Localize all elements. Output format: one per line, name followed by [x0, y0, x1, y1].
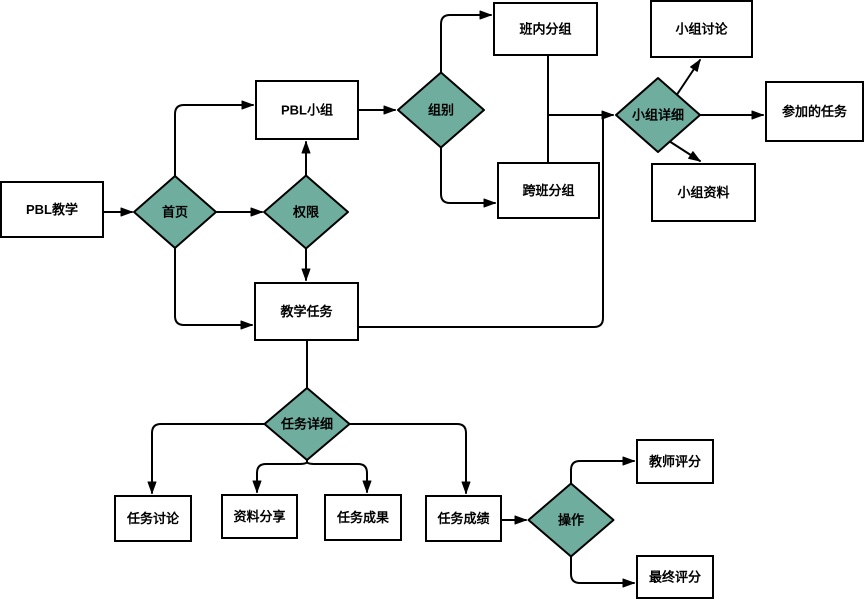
edges-layer	[102, 10, 764, 588]
group-discussion-label: 小组讨论	[675, 22, 728, 37]
final-score-label: 最终评分	[649, 570, 701, 585]
teacher-score-label: 教师评分	[648, 454, 701, 469]
node-material-sharing: 资料分享	[221, 494, 298, 539]
node-teaching-tasks: 教学任务	[254, 282, 359, 341]
cross-class-grouping-box	[497, 162, 600, 219]
edge-operation-to-teacher-score	[570, 456, 635, 485]
node-task-grades: 任务成绩	[425, 495, 502, 542]
node-class-grouping: 班内分组	[493, 2, 598, 56]
node-cross-class-grouping: 跨班分组	[497, 162, 600, 219]
material-sharing-label: 资料分享	[233, 509, 285, 524]
node-group-detail: 小组详细	[615, 77, 701, 153]
task-results-label: 任务成果	[336, 510, 389, 525]
class-grouping-label: 班内分组	[519, 22, 571, 37]
cross-class-grouping-label: 跨班分组	[522, 183, 574, 198]
edge-group-type-to-cross-class-grouping	[440, 147, 496, 208]
material-sharing-box	[221, 494, 298, 539]
node-group-discussion: 小组讨论	[650, 0, 753, 58]
edge-task-detail-to-task-discussion	[147, 423, 265, 494]
home-label: 首页	[162, 205, 188, 220]
operation-diamond	[527, 482, 615, 558]
edge-home-to-pbl-group	[174, 100, 254, 177]
group-materials-label: 小组资料	[677, 185, 729, 200]
permission-diamond	[263, 174, 349, 250]
edge-group-type-to-class-grouping	[440, 10, 492, 74]
group-type-label: 组别	[428, 103, 454, 118]
edge-teaching-tasks-to-group-detail	[357, 115, 604, 328]
group-detail-diamond	[615, 77, 701, 153]
group-materials-box	[651, 163, 756, 222]
group-type-diamond	[397, 71, 485, 149]
node-final-score: 最终评分	[636, 555, 714, 599]
node-group-materials: 小组资料	[651, 163, 756, 222]
task-grades-box	[425, 495, 502, 542]
edge-home-to-teaching-tasks	[174, 247, 253, 330]
final-score-box	[636, 555, 714, 599]
node-task-detail: 任务详细	[263, 387, 351, 461]
permission-label: 权限	[292, 205, 320, 220]
group-discussion-box	[650, 0, 753, 58]
joined-tasks-box	[765, 81, 864, 142]
node-home: 首页	[133, 175, 217, 249]
class-grouping-box	[493, 2, 598, 56]
node-pbl-group: PBL小组	[255, 80, 359, 140]
node-task-results: 任务成果	[324, 494, 402, 541]
node-task-discussion: 任务讨论	[114, 495, 192, 542]
edge-group-detail-to-group-materials	[668, 140, 701, 162]
node-group-type: 组别	[397, 71, 485, 149]
task-detail-label: 任务详细	[280, 417, 333, 432]
teacher-score-box	[636, 439, 714, 484]
task-grades-label: 任务成绩	[436, 511, 489, 526]
pbl-group-box	[255, 80, 359, 140]
task-discussion-box	[114, 495, 192, 542]
edge-task-detail-to-task-grades	[349, 423, 471, 494]
task-discussion-label: 任务讨论	[126, 511, 180, 526]
node-permission: 权限	[263, 174, 349, 250]
pbl-teaching-label: PBL教学	[26, 202, 78, 217]
teaching-tasks-box	[254, 282, 359, 341]
teaching-tasks-label: 教学任务	[279, 304, 333, 319]
node-operation: 操作	[527, 482, 615, 558]
node-teacher-score: 教师评分	[636, 439, 714, 484]
edge-task-detail-to-task-results	[306, 459, 372, 493]
task-results-box	[324, 494, 402, 541]
group-detail-label: 小组详细	[632, 108, 684, 123]
node-joined-tasks: 参加的任务	[765, 81, 864, 142]
node-pbl-teaching: PBL教学	[0, 181, 104, 238]
pbl-teaching-box	[0, 181, 104, 238]
edge-task-detail-to-material-sharing	[252, 459, 308, 493]
joined-tasks-label: 参加的任务	[782, 104, 848, 119]
home-diamond	[133, 175, 217, 249]
pbl-group-label: PBL小组	[281, 103, 333, 118]
operation-label: 操作	[558, 513, 584, 528]
edge-operation-to-final-score	[570, 555, 635, 588]
task-detail-diamond	[263, 387, 351, 461]
edge-group-detail-to-group-discussion	[675, 59, 701, 97]
